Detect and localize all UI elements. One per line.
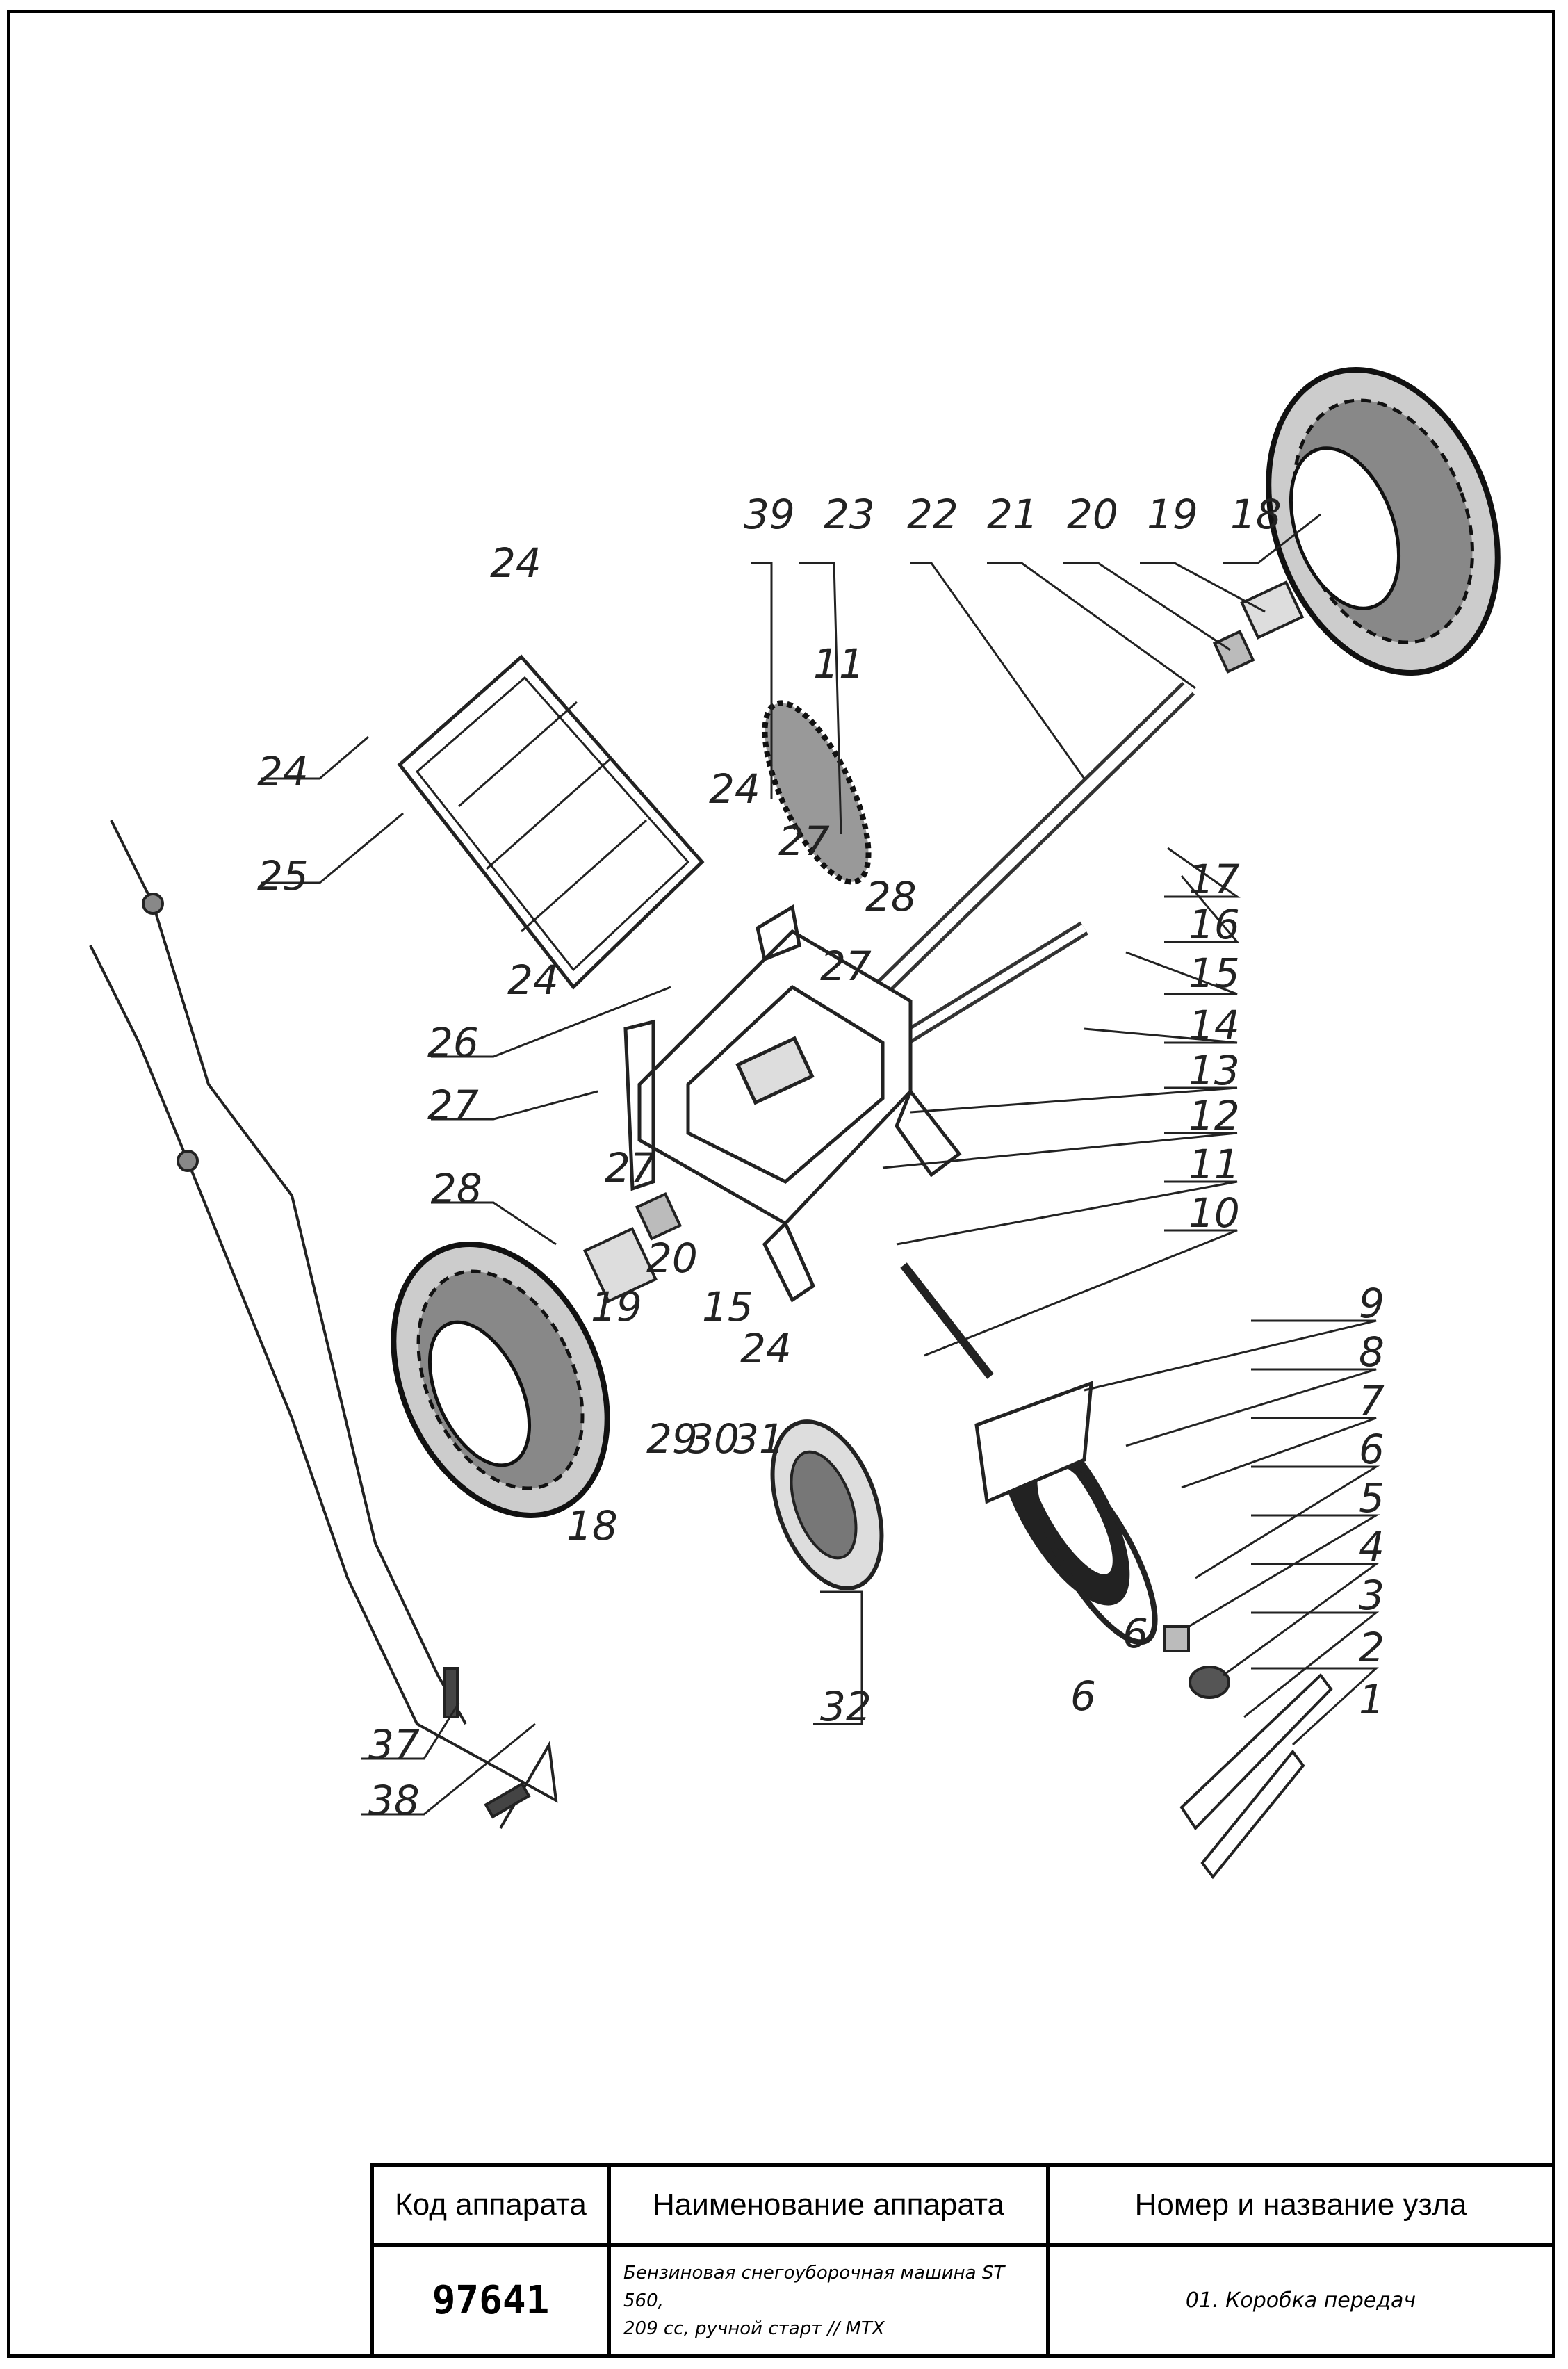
gear-23: [762, 700, 872, 885]
header-device-code: Код аппарата: [370, 2163, 611, 2247]
callout-11-top: 11: [813, 640, 865, 687]
callout-15-right: 15: [1189, 950, 1240, 997]
callout-4: 4: [1359, 1523, 1385, 1570]
bearing-left: [635, 1191, 683, 1241]
callout-31: 31: [733, 1415, 785, 1463]
callout-22: 22: [907, 491, 958, 538]
callout-27-mid: 27: [820, 943, 872, 990]
callout-38: 38: [368, 1777, 420, 1824]
device-code: 97641: [370, 2243, 611, 2358]
gearbox-frame: [623, 904, 962, 1303]
callout-1: 1: [1359, 1676, 1385, 1723]
callout-18-left: 18: [566, 1502, 618, 1549]
scraper-shield: [397, 654, 705, 990]
callout-27-top: 27: [778, 817, 830, 865]
callout-16: 16: [1189, 901, 1240, 948]
wheel-right: [1266, 367, 1501, 676]
callout-6-mid: 6: [1122, 1610, 1148, 1657]
callout-27-lower: 27: [605, 1144, 656, 1191]
callout-10: 10: [1189, 1189, 1240, 1237]
bearing-right: [1212, 629, 1255, 674]
callout-28-right: 28: [865, 873, 917, 920]
header-unit-name: Номер и название узла: [1046, 2163, 1555, 2247]
callout-17: 17: [1189, 856, 1240, 903]
callout-6-low: 6: [1070, 1672, 1096, 1720]
device-name-line-2: 209 cc, ручной старт // MTX: [623, 2318, 885, 2339]
spacer-left: [582, 1227, 658, 1303]
bushing-4: [1163, 1625, 1190, 1652]
friction-wheel: [974, 1381, 1158, 1645]
callout-3: 3: [1359, 1572, 1385, 1619]
header-device-name: Наименование аппарата: [607, 2163, 1050, 2247]
wheel-left: [391, 1242, 610, 1518]
washer-3: [1189, 1666, 1230, 1699]
callout-11-right: 11: [1189, 1141, 1240, 1188]
callout-7: 7: [1359, 1377, 1385, 1424]
callout-39: 39: [744, 491, 795, 538]
callout-24-bottom: 24: [740, 1325, 792, 1372]
callout-20-right: 20: [1067, 491, 1118, 538]
unit-name: 01. Коробка передач: [1046, 2243, 1555, 2358]
callout-30: 30: [688, 1415, 740, 1463]
callout-8: 8: [1359, 1328, 1385, 1376]
callout-24-left: 24: [257, 748, 309, 795]
exploded-parts-diagram: 39 23 22 21 20 19 18 11 24 24 25 24 27 2…: [89, 367, 1501, 1880]
callout-18-right: 18: [1230, 491, 1282, 538]
title-block: Код аппарата Наименование аппарата Номер…: [370, 2163, 1555, 2358]
spacer-right: [1240, 580, 1305, 640]
callout-25: 25: [257, 852, 309, 899]
callout-6-right: 6: [1359, 1426, 1385, 1473]
lever-1: [1200, 1749, 1305, 1880]
drive-pulley: [770, 1419, 884, 1590]
callout-14: 14: [1189, 1002, 1240, 1049]
callout-13: 13: [1189, 1047, 1240, 1094]
callout-21: 21: [987, 491, 1038, 538]
callout-12: 12: [1189, 1092, 1240, 1139]
callout-19-left: 19: [591, 1283, 642, 1330]
control-cables: [89, 820, 558, 1830]
drive-shaft: [900, 1262, 994, 1379]
leader-lines: [261, 513, 1380, 1816]
callout-9: 9: [1359, 1280, 1385, 1327]
device-name-line-1: Бензиновая снегоуборочная машина ST 560,: [623, 2262, 1005, 2311]
callout-32: 32: [820, 1683, 872, 1730]
callout-24-top: 24: [490, 539, 541, 587]
callout-37: 37: [368, 1721, 420, 1768]
callout-20-left: 20: [646, 1235, 698, 1282]
callout-24-lower: 24: [507, 956, 559, 1004]
callout-28-left: 28: [431, 1165, 482, 1212]
callout-15-left: 15: [702, 1283, 753, 1330]
callout-24-center: 24: [709, 765, 760, 813]
callout-5: 5: [1359, 1474, 1385, 1522]
callout-23: 23: [824, 491, 875, 538]
callout-26: 26: [427, 1019, 479, 1066]
callout-29: 29: [646, 1415, 698, 1463]
callout-2: 2: [1359, 1624, 1385, 1671]
device-name: Бензиновая снегоуборочная машина ST 560,…: [607, 2243, 1050, 2358]
callout-19-right: 19: [1147, 491, 1198, 538]
bracket-2: [1179, 1673, 1333, 1831]
drawing-frame: [7, 10, 1555, 2358]
callout-27-left: 27: [427, 1082, 479, 1129]
